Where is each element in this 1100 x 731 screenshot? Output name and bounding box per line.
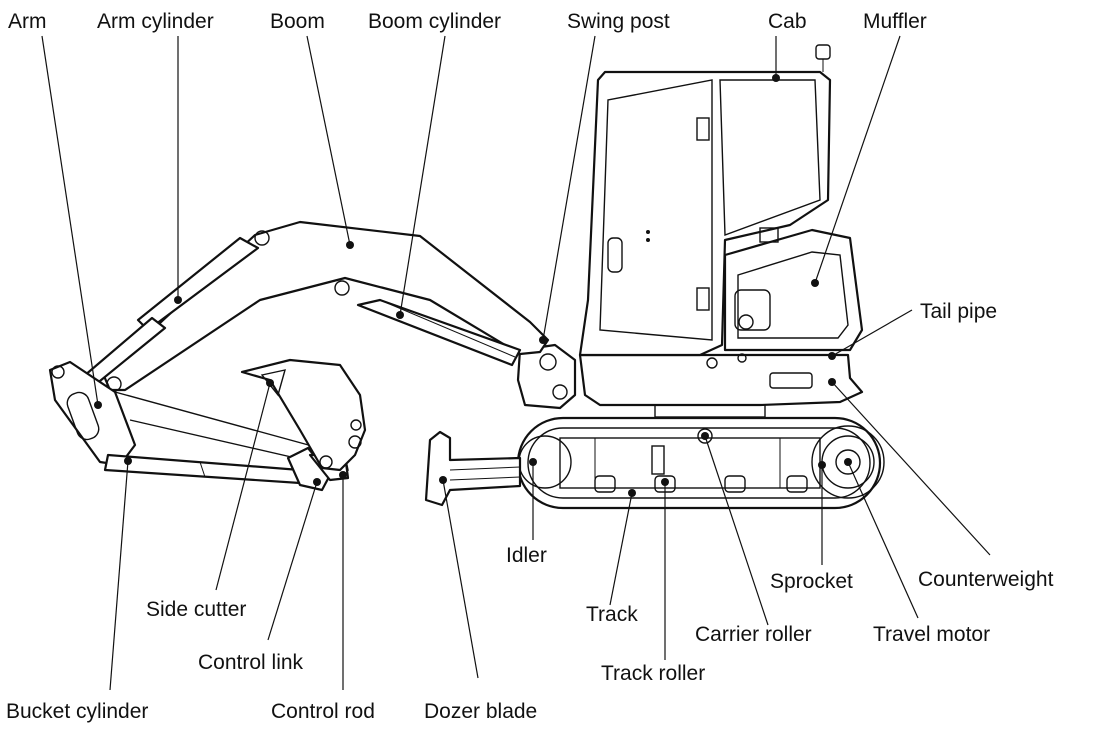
label-track-roller: Track roller	[601, 662, 705, 685]
label-travel-motor: Travel motor	[873, 623, 990, 646]
label-boom-cylinder: Boom cylinder	[368, 10, 501, 33]
label-bucket-cylinder: Bucket cylinder	[6, 700, 148, 723]
label-carrier-roller: Carrier roller	[695, 623, 812, 646]
excavator-illustration	[48, 44, 885, 510]
leader-track	[609, 492, 633, 606]
label-counterweight: Counterweight	[918, 568, 1054, 591]
label-boom: Boom	[270, 10, 325, 33]
bucket-linkage	[103, 446, 350, 492]
cab-structure	[578, 44, 832, 357]
dozer-blade-assembly	[424, 430, 522, 507]
leader-travel-motor	[847, 461, 919, 619]
label-arm: Arm	[8, 10, 47, 33]
leader-carrier-roller	[704, 435, 769, 626]
leader-swing-post	[542, 35, 596, 341]
label-track: Track	[586, 603, 638, 626]
leader-side-cutter	[215, 382, 271, 591]
label-cab: Cab	[768, 10, 807, 33]
swing-post-assembly	[516, 343, 577, 410]
leader-boom-cylinder	[399, 35, 446, 316]
label-muffler: Muffler	[863, 10, 927, 33]
label-control-rod: Control rod	[271, 700, 375, 723]
label-sprocket: Sprocket	[770, 570, 853, 593]
leader-bucket-cylinder	[109, 460, 129, 691]
leader-boom	[306, 35, 351, 246]
leader-lines	[41, 35, 991, 691]
engine-hood	[723, 228, 864, 352]
bucket-assembly	[240, 358, 367, 472]
label-control-link: Control link	[198, 651, 304, 674]
leader-control-link	[267, 481, 318, 641]
label-idler: Idler	[506, 544, 547, 567]
leader-counterweight	[831, 381, 991, 556]
label-arm-cylinder: Arm cylinder	[97, 10, 214, 33]
leader-muffler	[814, 35, 901, 284]
upper-structure	[578, 353, 864, 418]
leader-tail-pipe	[831, 309, 913, 357]
label-side-cutter: Side cutter	[146, 598, 246, 621]
leader-arm	[41, 35, 99, 406]
label-tail-pipe: Tail pipe	[920, 300, 997, 323]
track-assembly	[516, 416, 885, 510]
label-dozer-blade: Dozer blade	[424, 700, 537, 723]
leader-dozer-blade	[442, 479, 479, 679]
part-labels: Arm Arm cylinder Boom Boom cylinder Swin…	[6, 10, 1054, 723]
label-swing-post: Swing post	[567, 10, 670, 33]
